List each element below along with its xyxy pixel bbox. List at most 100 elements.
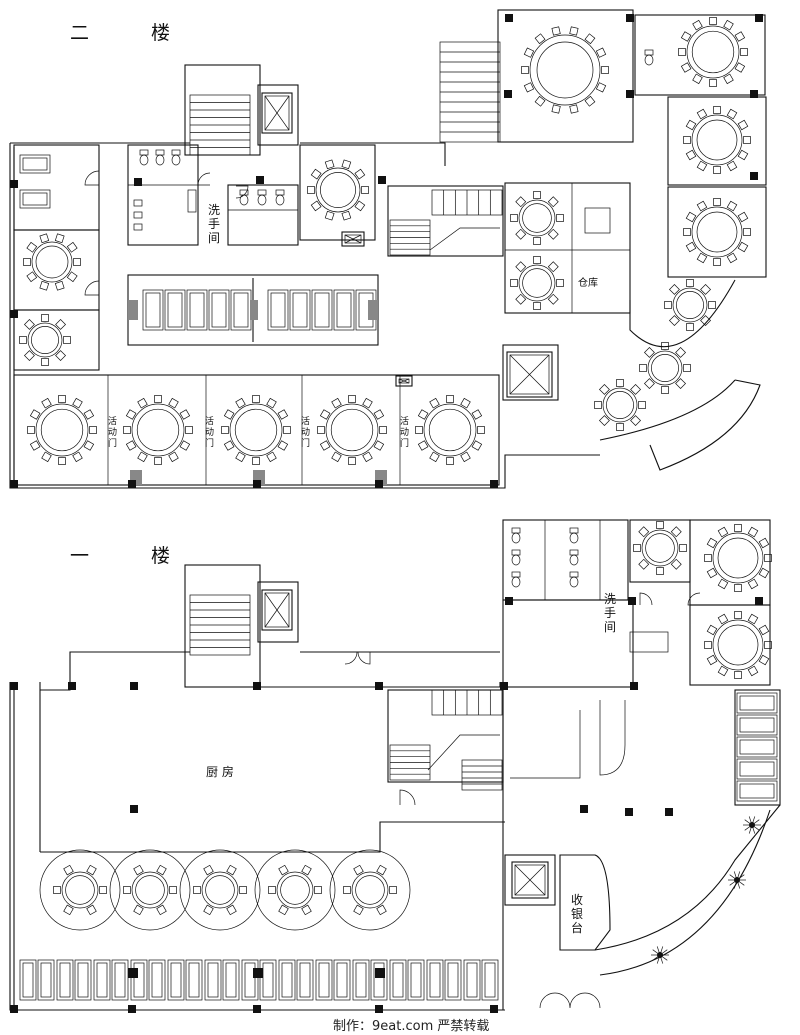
kitchen-label: 厨 房	[206, 765, 234, 779]
structural-column	[750, 90, 758, 98]
first-floor-washroom-label: 洗手间	[603, 592, 616, 634]
round-table-6-seat	[268, 864, 322, 916]
curved-facade	[594, 804, 781, 951]
first-floor-stairs	[431, 689, 503, 716]
structural-column	[375, 480, 383, 488]
curved-balcony	[649, 379, 761, 471]
second-floor-washroom-right	[227, 184, 299, 246]
window-booth	[736, 758, 778, 780]
curved-terrace-wall	[629, 279, 736, 348]
room-door	[639, 592, 653, 606]
structural-column	[504, 90, 512, 98]
second-floor-elevator	[264, 95, 290, 131]
washroom-sink	[133, 199, 143, 207]
second-floor-stairs	[389, 219, 431, 256]
folding-door-label-1: 活动门	[107, 417, 117, 449]
round-table-8-seat	[510, 256, 564, 310]
second-floor-stairs	[189, 94, 251, 156]
window-booth	[167, 959, 185, 1001]
window-booth	[19, 959, 37, 1001]
structural-column	[626, 90, 634, 98]
structural-column	[253, 480, 261, 488]
structural-column	[755, 14, 763, 22]
round-table-12-seat	[221, 395, 291, 465]
round-table-14-seat	[521, 26, 609, 114]
booth-table	[289, 289, 311, 331]
round-table-8-seat	[664, 279, 716, 331]
booth-table	[164, 289, 186, 331]
room-door	[687, 592, 701, 606]
washroom-toilet	[257, 189, 267, 206]
round-table-12-seat	[683, 198, 751, 266]
window-booth	[111, 959, 129, 1001]
folding-door-label-2: 活动门	[204, 417, 214, 449]
round-table-8-seat	[633, 521, 687, 575]
lounge-sofa	[19, 189, 51, 209]
second-floor-washroom-left	[127, 144, 199, 246]
lounge-sofa	[19, 154, 51, 174]
washroom-toilet	[239, 189, 249, 206]
round-table-12-seat	[704, 611, 772, 679]
washroom-sink	[133, 211, 143, 219]
window-booth	[736, 692, 778, 714]
folding-door-label-4: 活动门	[399, 417, 409, 449]
window-booth	[93, 959, 111, 1001]
structural-column	[10, 310, 18, 318]
structural-column	[256, 176, 264, 184]
structural-column	[375, 682, 383, 690]
first-floor-stairs	[461, 759, 503, 791]
second-floor-stairs	[431, 189, 503, 216]
window-booth	[736, 780, 778, 802]
booth-table	[267, 289, 289, 331]
service-hatch	[398, 378, 410, 384]
booth-table	[230, 289, 252, 331]
window-booth	[444, 959, 462, 1001]
first-floor-elevator-east	[514, 864, 546, 896]
central-pillar	[128, 300, 138, 320]
window-booth	[463, 959, 481, 1001]
kitchen-south-wall	[40, 821, 505, 853]
second-floor-elevator	[264, 95, 290, 131]
structural-column	[128, 1005, 136, 1013]
banquet-hall	[13, 374, 500, 486]
window-booth	[407, 959, 425, 1001]
washroom-door	[197, 172, 211, 186]
round-table-10-seat	[307, 159, 369, 221]
structural-column	[378, 176, 386, 184]
booth-table	[333, 289, 355, 331]
window-booth	[222, 959, 240, 1001]
structural-column	[625, 808, 633, 816]
service-hatch	[398, 378, 410, 384]
structural-column	[10, 1005, 18, 1013]
first-floor-elevator	[261, 589, 293, 631]
structural-column	[628, 597, 636, 605]
private-room-sw	[13, 309, 100, 371]
copyright-notice: 制作：9eat.com 严禁转载	[333, 1019, 490, 1034]
structural-column	[134, 178, 142, 186]
service-counter	[510, 710, 581, 779]
structural-column	[10, 682, 18, 690]
structural-column	[490, 480, 498, 488]
kitchen-door	[399, 789, 416, 806]
booth-table	[311, 289, 333, 331]
structural-column	[130, 682, 138, 690]
booth-table	[142, 289, 164, 331]
round-table-6-seat	[123, 864, 177, 916]
second-floor-main-stair	[387, 185, 504, 257]
washroom-toilet	[569, 571, 579, 588]
first-floor-elevator	[264, 592, 290, 628]
window-booth	[259, 959, 277, 1001]
first-floor-elevator-east	[514, 864, 546, 896]
window-booth	[241, 959, 259, 1001]
first-floor-stair-core	[184, 564, 261, 688]
window-booth	[74, 959, 92, 1001]
round-table-8-seat	[594, 379, 646, 431]
window-booth	[278, 959, 296, 1001]
curved-terrace-wall	[599, 379, 736, 441]
second-floor-elevator-east	[509, 354, 550, 395]
second-floor-washroom-label: 洗手间	[207, 203, 220, 245]
central-pillar	[250, 300, 258, 320]
vip-room-large	[497, 9, 634, 143]
round-table-8-seat	[639, 342, 691, 394]
round-table-6-seat	[193, 864, 247, 916]
